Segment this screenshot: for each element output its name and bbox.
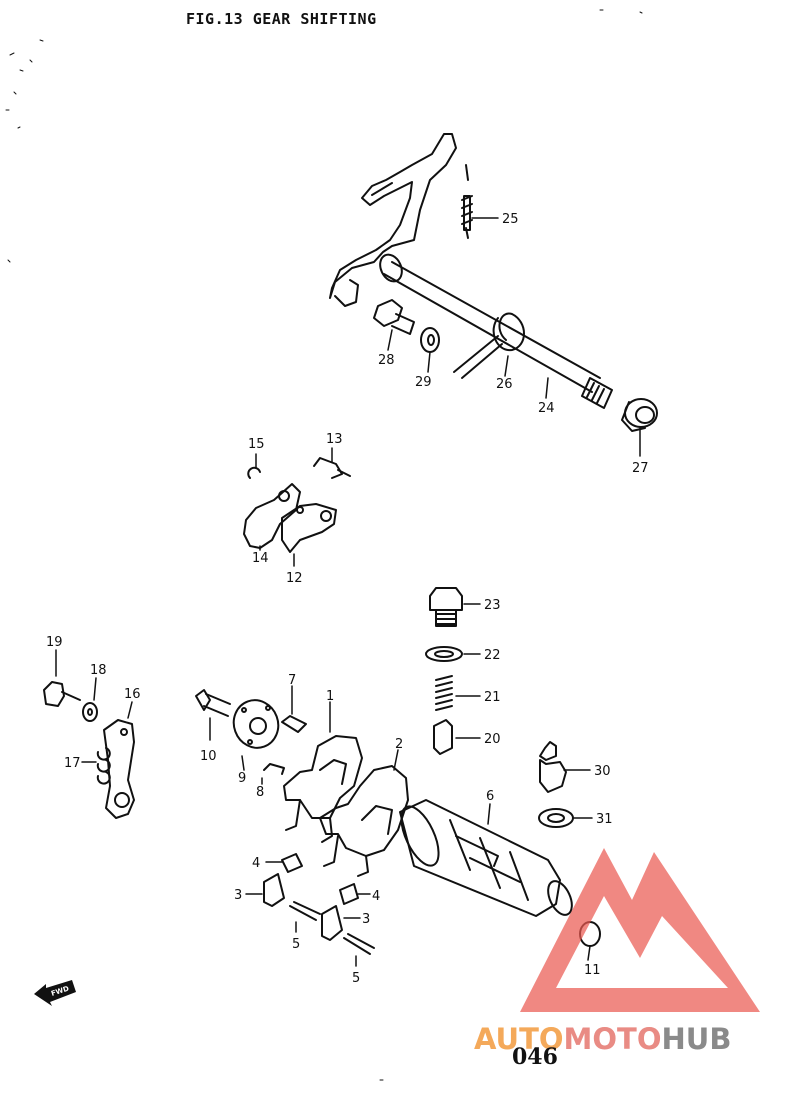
page-number: 046	[512, 1044, 558, 1070]
callout-13: 13	[326, 432, 343, 447]
callout-28: 28	[378, 353, 395, 368]
callout-1: 1	[326, 689, 334, 704]
bolt-13	[313, 457, 343, 479]
callout-14: 14	[252, 551, 269, 566]
callout-11: 11	[584, 963, 601, 978]
pawl-lifter-assembly	[43, 681, 135, 819]
watermark-text: AUTOMOTOHUB	[474, 1022, 731, 1056]
callout-26: 26	[496, 377, 513, 392]
return-spring-25	[461, 164, 473, 239]
callout-22: 22	[484, 648, 501, 663]
callout-24: 24	[538, 401, 555, 416]
washer-18	[82, 702, 98, 722]
callout-15: 15	[248, 437, 265, 452]
callout-6: 6	[486, 789, 494, 804]
roller-4b	[339, 883, 359, 905]
callout-25: 25	[502, 212, 519, 227]
shift-cam-6	[399, 799, 561, 917]
callout-12: 12	[286, 571, 303, 586]
guide-pin-3a	[263, 873, 285, 907]
spring-17	[96, 747, 111, 785]
leader-lines	[55, 217, 641, 967]
scan-noise	[5, 9, 643, 1081]
callout-29: 29	[415, 375, 432, 390]
washer-31	[538, 808, 574, 828]
callout-7: 7	[288, 673, 296, 688]
callout-20: 20	[484, 732, 501, 747]
watermark-part-auto: AUTO	[474, 1022, 564, 1056]
neutral-switch-30	[539, 741, 557, 761]
bolt-10	[195, 689, 211, 711]
fork-1	[283, 735, 363, 819]
callout-10: 10	[200, 749, 217, 764]
callout-16: 16	[124, 687, 141, 702]
callout-9: 9	[238, 771, 246, 786]
callout-5b: 5	[352, 971, 360, 986]
callout-18: 18	[90, 663, 107, 678]
callout-3b: 3	[362, 912, 370, 927]
pawl-lifter-16	[103, 719, 135, 819]
bolt-5b	[343, 933, 375, 955]
stopper-plate-14	[243, 483, 301, 549]
callout-4a: 4	[252, 856, 260, 871]
callout-19: 19	[46, 635, 63, 650]
watermark-part-hub: HUB	[661, 1022, 732, 1056]
callout-3a: 3	[234, 888, 242, 903]
callout-4b: 4	[372, 889, 380, 904]
callout-8: 8	[256, 785, 264, 800]
watermark-logo	[520, 848, 760, 1012]
spring-21	[435, 675, 453, 711]
cam-plate-9	[232, 699, 280, 749]
callout-2: 2	[395, 737, 403, 752]
watermark-part-moto: MOTO	[563, 1022, 662, 1056]
bolt-5a	[289, 901, 321, 921]
plug-23	[429, 587, 463, 611]
shift-cam-assembly	[195, 689, 601, 955]
pin-20	[433, 719, 453, 755]
roller-4a	[281, 853, 303, 873]
forward-arrow-icon: FWD	[34, 980, 76, 1006]
callout-5a: 5	[292, 937, 300, 952]
figure-title: FIG.13 GEAR SHIFTING	[186, 10, 377, 28]
guide-pin-3b	[321, 905, 343, 941]
callout-23: 23	[484, 598, 501, 613]
plug-and-detent	[425, 587, 574, 828]
callout-17: 17	[64, 756, 81, 771]
callout-31: 31	[596, 812, 613, 827]
pin-7	[281, 715, 307, 733]
bolt-19	[43, 681, 65, 707]
cam-stopper-assembly	[243, 457, 351, 553]
stopper-12	[281, 503, 337, 553]
gear-shift-shaft-assembly	[329, 133, 658, 432]
bolt-28	[373, 299, 403, 327]
gasket-22	[425, 646, 463, 662]
callout-30: 30	[594, 764, 611, 779]
pin-8	[263, 763, 285, 775]
washer-29	[420, 327, 440, 353]
callout-21: 21	[484, 690, 501, 705]
circlip-15	[247, 466, 261, 479]
callout-27: 27	[632, 461, 649, 476]
